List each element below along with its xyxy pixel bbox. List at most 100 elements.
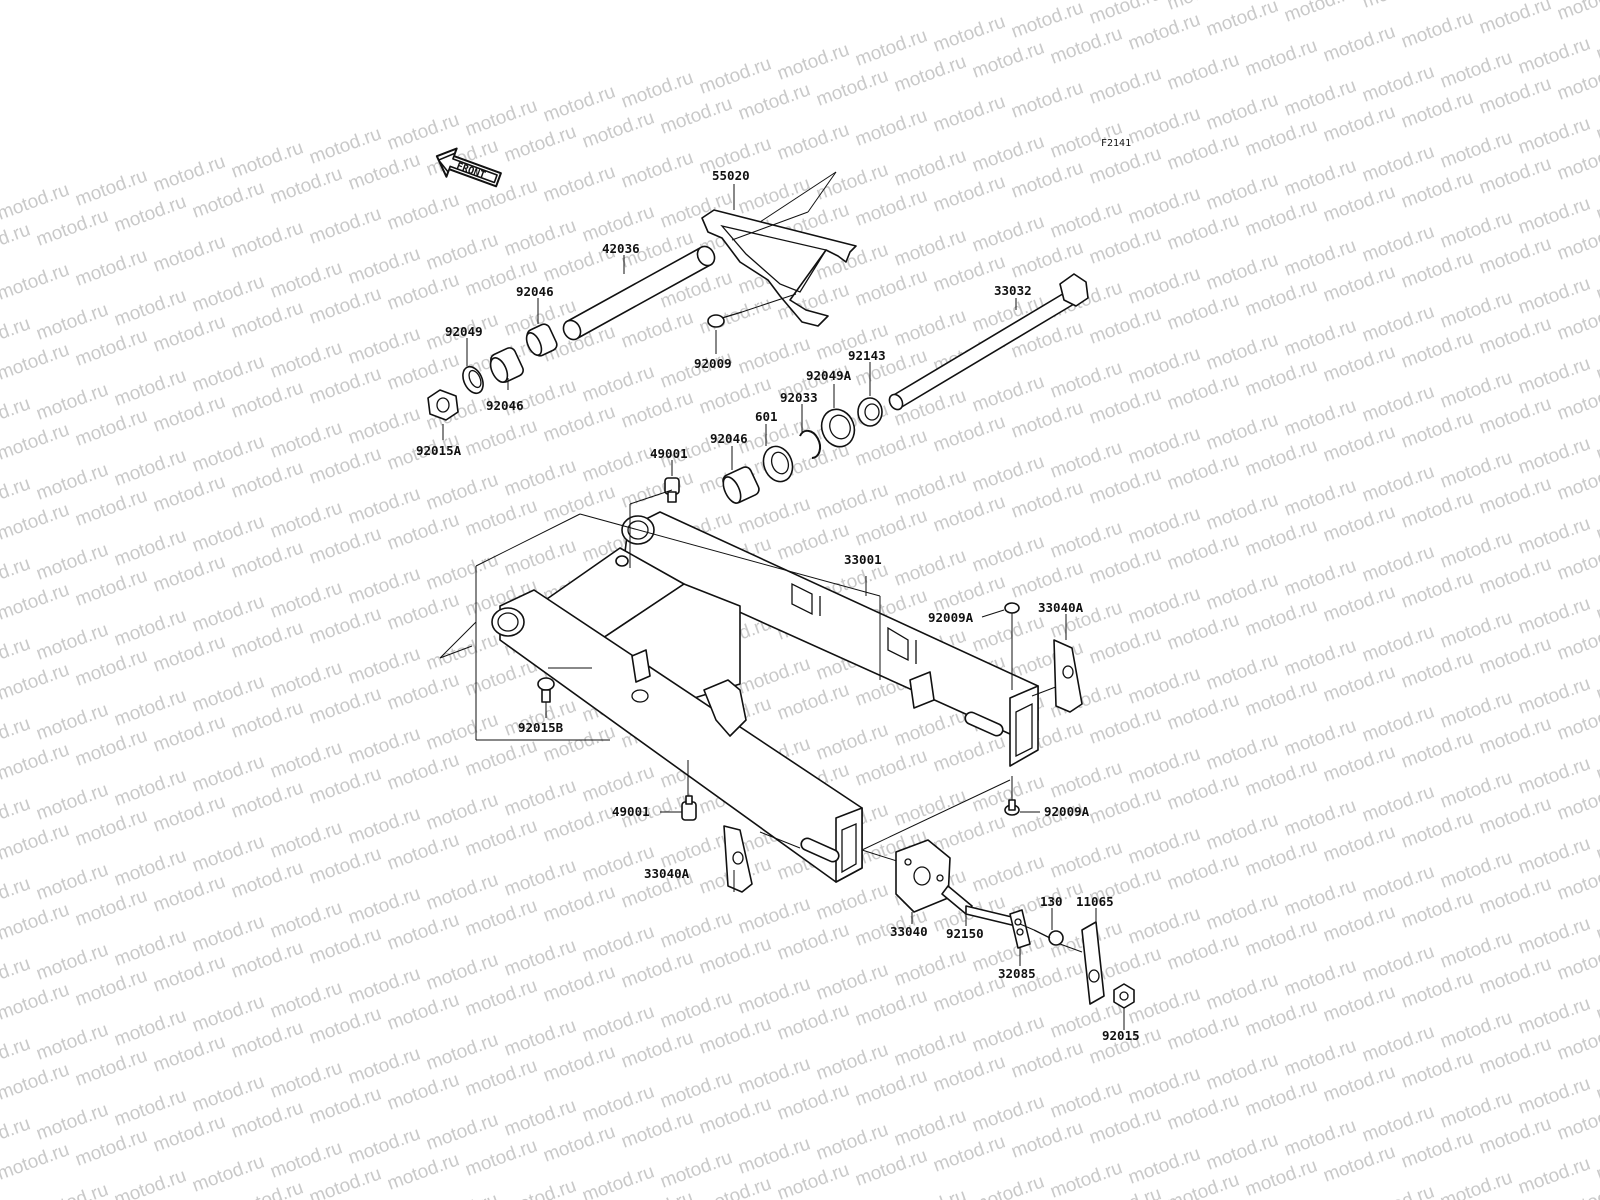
needle-bearing-92046b — [489, 347, 524, 383]
watermark-text: motod.ru — [775, 679, 853, 724]
watermark-text: motod.ru — [346, 803, 424, 848]
watermark-text: motod.ru — [1321, 1141, 1399, 1186]
watermark-text: motod.ru — [1048, 1077, 1126, 1122]
watermark-text: motod.ru — [1477, 73, 1555, 118]
watermark-text: motod.ru — [1009, 77, 1087, 122]
label-92046-c: 92046 — [710, 431, 748, 446]
watermark-text: motod.ru — [1555, 219, 1600, 264]
watermark-text: motod.ru — [814, 879, 892, 924]
watermark-text: motod.ru — [385, 269, 463, 314]
watermark-text: motod.ru — [424, 229, 502, 274]
watermark-text: motod.ru — [1009, 397, 1087, 442]
watermark-text: motod.ru — [1048, 197, 1126, 242]
watermark-text: motod.ru — [1087, 383, 1165, 428]
front-arrow-icon: FRONT — [435, 147, 502, 188]
watermark-text: motod.ru — [34, 859, 112, 904]
watermark-text: motod.ru — [1165, 289, 1243, 334]
watermark-text: motod.ru — [112, 1085, 190, 1130]
watermark-text: motod.ru — [1126, 1143, 1204, 1188]
label-92150: 92150 — [946, 926, 984, 941]
watermark-text: motod.ru — [1399, 647, 1477, 692]
watermark-text: motod.ru — [1438, 1007, 1516, 1052]
nut-92015 — [1113, 983, 1135, 1009]
watermark-text: motod.ru — [541, 481, 619, 526]
watermark-text: motod.ru — [970, 611, 1048, 656]
watermark-text: motod.ru — [463, 1135, 541, 1180]
watermark-text: motod.ru — [1438, 687, 1516, 732]
watermark-text: motod.ru — [34, 619, 112, 664]
watermark-text: motod.ru — [1243, 35, 1321, 80]
watermark-text: motod.ru — [229, 537, 307, 582]
watermark-text: motod.ru — [1243, 115, 1321, 160]
watermark-text: motod.ru — [1282, 315, 1360, 360]
watermark-text: motod.ru — [307, 363, 385, 408]
watermark-text: motod.ru — [34, 779, 112, 824]
watermark-text: motod.ru — [1204, 249, 1282, 294]
watermark-text: motod.ru — [1594, 659, 1600, 704]
watermark-text: motod.ru — [502, 1015, 580, 1060]
label-92009: 92009 — [694, 356, 732, 371]
watermark-text: motod.ru — [931, 91, 1009, 136]
watermark-text: motod.ru — [346, 883, 424, 928]
watermark-text: motod.ru — [619, 947, 697, 992]
watermark-text: motod.ru — [1477, 633, 1555, 678]
figure-code: F2141 — [1101, 138, 1131, 149]
watermark-text: motod.ru — [307, 683, 385, 728]
watermark-text: motod.ru — [1438, 767, 1516, 812]
watermark-text: motod.ru — [307, 763, 385, 808]
watermark-text: motod.ru — [385, 189, 463, 234]
watermark-text: motod.ru — [1321, 581, 1399, 626]
chain-guard-55020 — [701, 171, 857, 327]
watermark-text: motod.ru — [697, 933, 775, 978]
watermark-text: motod.ru — [190, 177, 268, 222]
watermark-text: motod.ru — [0, 339, 72, 384]
watermark-text: motod.ru — [463, 175, 541, 220]
watermark-text: motod.ru — [1594, 739, 1600, 784]
watermark-text: motod.ru — [970, 451, 1048, 496]
watermark-text: motod.ru — [1243, 675, 1321, 720]
watermark-text: motod.ru — [1555, 299, 1600, 344]
watermark-text: motod.ru — [1282, 75, 1360, 120]
watermark-text: motod.ru — [268, 257, 346, 302]
watermark-text: motod.ru — [1360, 381, 1438, 426]
watermark-text: motod.ru — [268, 657, 346, 702]
watermark-text: motod.ru — [229, 217, 307, 262]
watermark-text: motod.ru — [1243, 515, 1321, 560]
watermark-text: motod.ru — [463, 415, 541, 460]
label-601: 601 — [755, 409, 778, 424]
watermark-text: motod.ru — [1399, 807, 1477, 852]
watermark-text: motod.ru — [385, 1069, 463, 1114]
watermark-text: motod.ru — [1360, 461, 1438, 506]
label-92046-a: 92046 — [516, 284, 554, 299]
watermark-text: motod.ru — [307, 603, 385, 648]
watermark-text: motod.ru — [580, 921, 658, 966]
watermark-text: motod.ru — [502, 455, 580, 500]
watermark-text: motod.ru — [853, 1145, 931, 1190]
watermark-text: motod.ru — [1555, 379, 1600, 424]
watermark-text: motod.ru — [151, 471, 229, 516]
watermark-text: motod.ru — [385, 829, 463, 874]
watermark-text: motod.ru — [1204, 89, 1282, 134]
watermark-text: motod.ru — [1321, 21, 1399, 66]
swingarm-33001 — [439, 489, 1075, 883]
watermark-text: motod.ru — [1594, 419, 1600, 464]
watermark-text: motod.ru — [736, 1133, 814, 1178]
watermark-text: motod.ru — [1399, 407, 1477, 452]
watermark-text: motod.ru — [190, 431, 268, 476]
watermark-text: motod.ru — [892, 1105, 970, 1150]
watermark-text: motod.ru — [1399, 567, 1477, 612]
watermark-text: motod.ru — [190, 831, 268, 876]
watermark-text: motod.ru — [1438, 367, 1516, 412]
watermark-text: motod.ru — [1594, 179, 1600, 224]
watermark-text: motod.ru — [1126, 823, 1204, 868]
watermark-text: motod.ru — [73, 325, 151, 370]
watermark-text: motod.ru — [1165, 609, 1243, 654]
watermark-text: motod.ru — [502, 775, 580, 820]
watermark-text: motod.ru — [34, 1099, 112, 1144]
ball-bearing-601 — [762, 445, 794, 483]
plate-32085 — [1009, 909, 1031, 949]
watermark-text: motod.ru — [34, 459, 112, 504]
watermark-text: motod.ru — [1087, 783, 1165, 828]
watermark-text: motod.ru — [1165, 929, 1243, 974]
